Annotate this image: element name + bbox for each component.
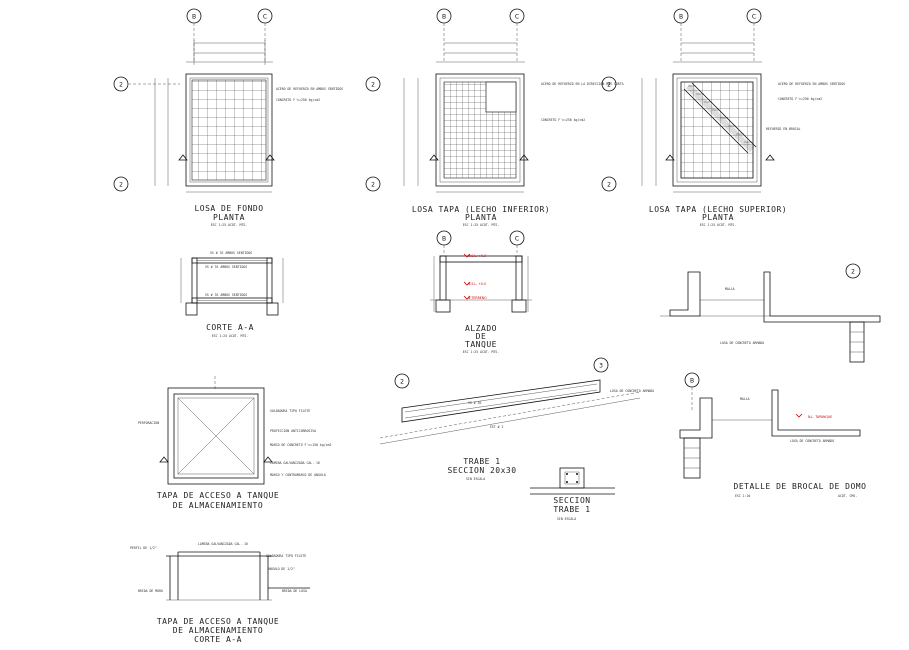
note-tapa-c-lamina: LAMINA GALVANIZADA CAL. 16 [198,542,248,546]
note-trabe-est: EST # 2 [490,425,504,429]
subtitle2-alzado: TANQUE [465,340,497,349]
subtitle-seccion: TRABE 1 [553,505,590,514]
subtitle-losa-tapa-sup: PLANTA [702,213,734,222]
note-brocal-losa-detail: LOSA DE CONCRETO ARMADO [790,439,834,443]
note-tapa-soldadura: SOLDADURA TIPO FILETE [270,409,310,413]
note-fondo-concreto: CONCRETO F'c=250 kg/cm2 [276,98,320,102]
note-brocal-losa: LOSA DE CONCRETO ARMADO [720,341,764,345]
grid-bubble-c: C [263,14,267,21]
title-trabe: TRABE 1 [463,457,500,466]
grid-bubble-c: C [752,14,756,21]
note-fondo-acero: ACERO DE REFUERZO EN AMBOS SENTIDOS [276,87,343,91]
corte-aa-view: VS # 3S AMBOS SENTIDOS VS # 3S AMBOS SEN… [180,251,284,338]
note-tapa-perforacion: PERFORACION [138,421,159,425]
grid-bubble-2: 2 [851,269,855,276]
scale-losa-fondo: ESC 1:25 ACOT. MTS. [211,223,248,227]
note-alzado-nsl1: N.S.L. +0.3 [468,254,486,258]
note-alzado-nsl2: N.S.L. +0.0 [468,282,486,286]
brocal-section-top-view: 2 MALLA LOSA DE CONCRETO ARMADO [660,263,881,363]
losa-fondo-view: B C 2 2 ACERO DE REFUERZO EN AMBOS SENTI… [113,8,343,227]
grid-bubble-2-low: 2 [607,182,611,189]
note-inf-acero: ACERO DE REFUERZO EN LA DIRECCION MAS CO… [541,82,624,86]
grid-bubble-2: 2 [119,82,123,89]
detalle-brocal-view: B MALLA N.L. TAPANQUE LOSA DE CONCRETO A… [679,372,867,498]
title-seccion: SECCION [553,496,590,505]
note-tapa-marco: MARCO DE CONCRETO F'c=150 kg/cm2 [270,443,331,447]
note-brocal-malla: MALLA [725,287,735,291]
title-tapa-planta: TAPA DE ACCESO A TANQUE [157,491,279,500]
title-corte-aa: CORTE A-A [206,323,254,332]
note-inf-concreto: CONCRETO F'c=250 kg/cm2 [541,118,585,122]
grid-bubble-b: B [192,14,196,21]
note-trabe-losa: LOSA DE CONCRETO ARMADO [610,389,654,393]
scale-alzado: ESC 1:25 ACOT. MTS. [463,350,500,354]
title-losa-tapa-inf: LOSA TAPA (LECHO INFERIOR) [412,205,550,214]
tapa-acceso-planta-view: PERFORACION SOLDADURA TIPO FILETE PROTEC… [138,376,331,510]
scale-seccion: SIN ESCALA [557,517,576,521]
seccion-trabe-view: SECCION TRABE 1 SIN ESCALA [530,467,615,521]
note-sup-acero: ACERO DE REFUERZO EN AMBOS SENTIDOS [778,82,845,86]
grid-bubble-b: B [690,378,694,385]
title-alzado: ALZADO [465,324,497,333]
grid-bubble-3: 3 [599,363,603,370]
subtitle-alzado: DE [476,332,487,341]
scale-losa-tapa-sup: ESC 1:25 ACOT. MTS. [700,223,737,227]
subtitle-losa-tapa-inf: PLANTA [465,213,497,222]
note-corte-3: VS # 3S AMBOS SENTIDOS [205,293,247,297]
grid-bubble-2-low: 2 [371,182,375,189]
note-tapa-c-losa: BRIDA DE LOSA [282,589,307,593]
title-losa-fondo: LOSA DE FONDO [194,204,263,213]
subtitle-tapa-corte: DE ALMACENAMIENTO [173,626,263,635]
title-brocal: DETALLE DE BROCAL DE DOMO [734,482,867,491]
note-sup-concreto: CONCRETO F'c=250 kg/cm2 [778,97,822,101]
alzado-tanque-view: B C N.S.L. +0.3 N.S.L. +0.0 N.TERRENO AL… [430,230,532,354]
grid-bubble-2: 2 [607,82,611,89]
trabe-view: 2 3 VS # 3S EST # 2 LOSA DE CONCRETO ARM… [379,357,654,481]
losa-tapa-inferior-view: B C 2 2 ACERO DE REFUERZO EN LA DIRECCIO… [365,8,624,227]
note-trabe-vs-top: VS # 3S [468,401,482,405]
note-tapa-c-muro: BRIDA DE MURO [138,589,163,593]
grid-bubble-c: C [515,14,519,21]
note-tapa-proteccion: PROTECCION ANTICORROSIVA [270,429,316,433]
tapa-acceso-corte-view: PERFIL DE 1/2" LAMINA GALVANIZADA CAL. 1… [130,542,310,644]
note-tapa-c-angulo: ANGULO DE 1/2" [268,567,295,571]
scale-brocal-right: ACOT. CMS. [838,494,857,498]
grid-bubble-2: 2 [400,379,404,386]
subtitle-losa-fondo: PLANTA [213,213,245,222]
grid-bubble-b: B [442,14,446,21]
note-tapa-lamina: LAMINA GALVANIZADA CAL. 16 [270,461,320,465]
scale-corte-aa: ESC 1:25 ACOT. MTS. [212,334,249,338]
subtitle-tapa-planta: DE ALMACENAMIENTO [173,501,263,510]
title-tapa-corte: TAPA DE ACCESO A TANQUE [157,617,279,626]
note-tapa-c-soldadura: SOLDADURA TIPO FILETE [266,554,306,558]
note-corte-1: VS # 3S AMBOS SENTIDOS [210,251,252,255]
note-brocal-malla-detail: MALLA [740,397,750,401]
subtitle-trabe: SECCION 20x30 [447,466,516,475]
note-sup-brocal: REFUERZO EN BROCAL [766,127,801,131]
grid-bubble-b: B [442,236,446,243]
note-brocal-tapanque: N.L. TAPANQUE [808,415,832,419]
note-alzado-terreno: N.TERRENO [468,296,487,300]
grid-bubble-c: C [515,236,519,243]
grid-bubble-b: B [679,14,683,21]
scale-losa-tapa-inf: ESC 1:25 ACOT. MTS. [463,223,500,227]
note-corte-2: VS # 3S AMBOS SENTIDOS [205,265,247,269]
scale-trabe: SIN ESCALA [466,477,485,481]
grid-bubble-2: 2 [371,82,375,89]
losa-tapa-superior-view: B C 2 2 ACERO DE REFUERZO EN AMBOS SENTI… [601,8,845,227]
grid-bubble-2-low: 2 [119,182,123,189]
note-tapa-contramarco: MARCO Y CONTRAMARCO DE ANGULO [270,473,326,477]
scale-brocal-left: ESC 1:10 [735,494,750,498]
title-losa-tapa-sup: LOSA TAPA (LECHO SUPERIOR) [649,205,787,214]
note-tapa-c-perfil: PERFIL DE 1/2" [130,546,157,550]
subtitle2-tapa-corte: CORTE A-A [194,635,242,644]
